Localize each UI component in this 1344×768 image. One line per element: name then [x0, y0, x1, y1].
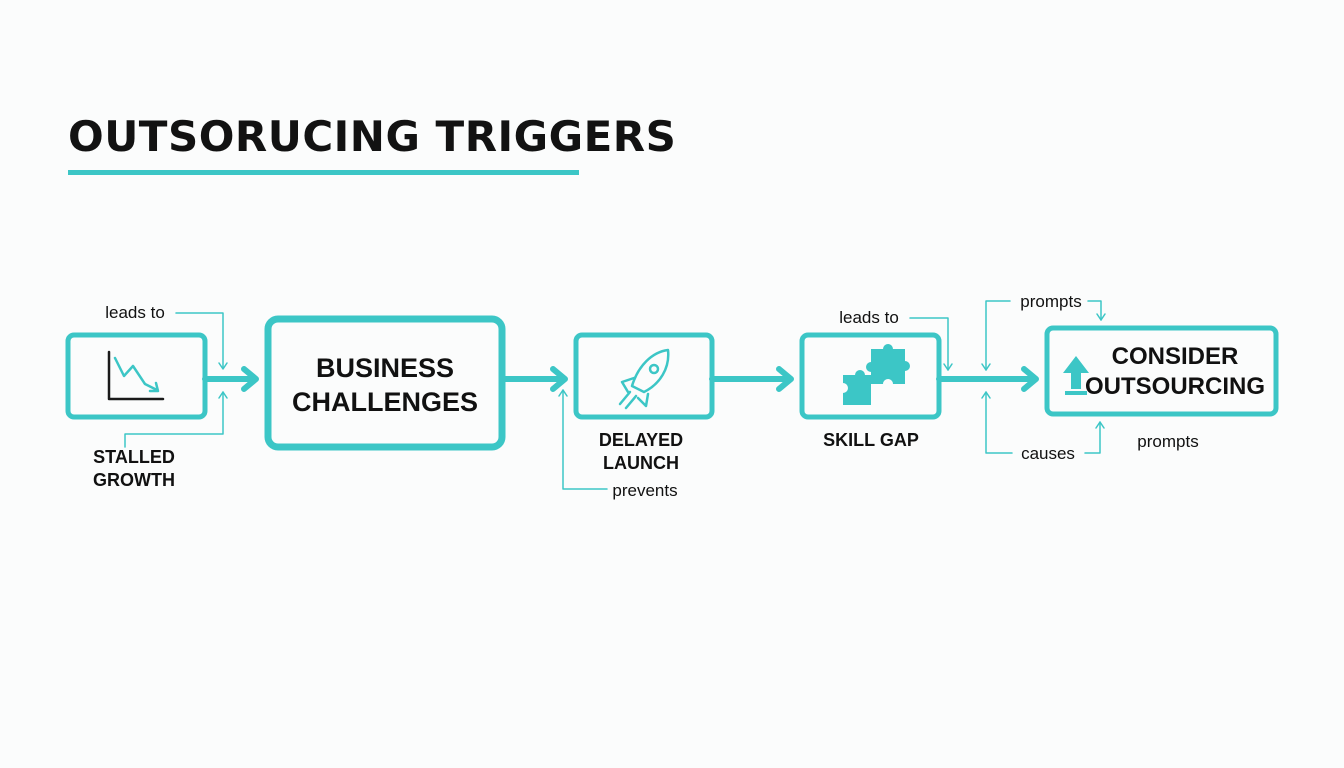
- trend-down-chart-icon: [107, 350, 165, 401]
- prompts-bottom-label: prompts: [1137, 432, 1199, 451]
- puzzle-pieces-icon: [843, 344, 910, 405]
- prevents-connector: [558, 389, 608, 490]
- leads-to-connector-1: [175, 312, 228, 370]
- delayed-launch-label: DELAYED LAUNCH: [599, 429, 683, 476]
- stalled-growth-line2: GROWTH: [93, 470, 175, 491]
- stalled-growth-node: [65, 332, 208, 420]
- business-challenges-node: [264, 315, 506, 451]
- business-challenges-line2: CHALLENGES: [291, 386, 479, 417]
- leads-to-connector-2: [909, 317, 953, 371]
- main-arrow-4: [936, 366, 1039, 392]
- delayed-launch-line2: LAUNCH: [602, 453, 679, 474]
- consider-outsourcing-line2: OUTSOURCING: [1085, 373, 1265, 400]
- skill-gap-label: SKILL GAP: [823, 430, 919, 450]
- stalled-growth-connector: [124, 391, 228, 448]
- rocket-icon: [618, 348, 670, 410]
- main-arrow-2: [499, 366, 568, 392]
- stalled-growth-line1: STALLED: [93, 447, 175, 467]
- business-challenges-line1: BUSINESS: [315, 353, 455, 383]
- upload-arrow-icon: [1063, 356, 1089, 395]
- leads-to-label-1: leads to: [105, 303, 165, 322]
- stalled-growth-label: STALLED GROWTH: [93, 446, 175, 493]
- causes-connector: [981, 391, 1105, 454]
- diagram-title: OUTSORUCING TRIGGERS: [68, 112, 677, 161]
- title-underline: [68, 170, 579, 175]
- prompts-top-connector: [981, 300, 1106, 371]
- consider-outsourcing-line1: CONSIDER: [1111, 343, 1239, 370]
- causes-label: causes: [1021, 444, 1075, 463]
- consider-outsourcing-node: [1044, 325, 1279, 417]
- consider-outsourcing-label: CONSIDER OUTSOURCING: [1085, 342, 1265, 402]
- business-challenges-label: BUSINESS CHALLENGES: [292, 352, 478, 420]
- prevents-label: prevents: [612, 481, 678, 500]
- delayed-launch-line1: DELAYED: [598, 430, 684, 450]
- main-arrow-3: [709, 366, 794, 392]
- leads-to-label-2: leads to: [839, 308, 899, 327]
- prompts-top-label: prompts: [1020, 292, 1082, 311]
- main-arrow-1: [202, 366, 259, 392]
